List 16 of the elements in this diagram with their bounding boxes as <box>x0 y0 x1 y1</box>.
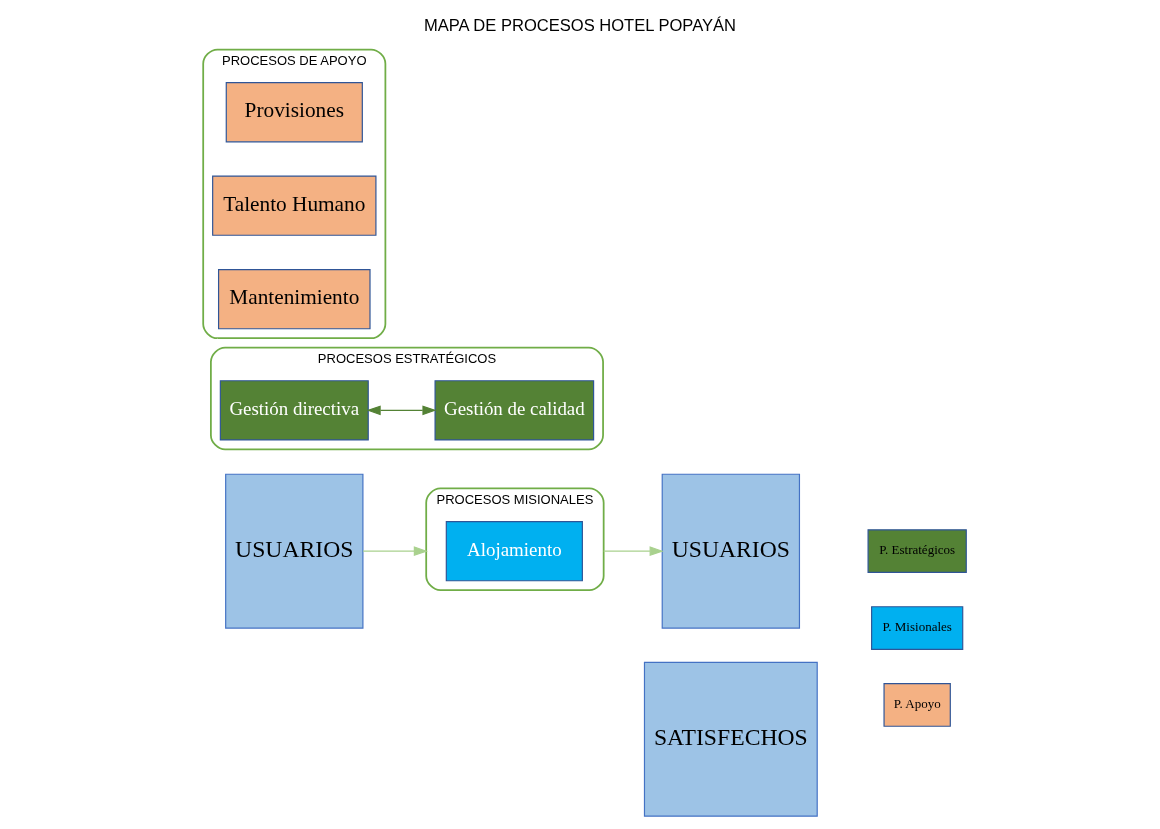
legend-label: P. Misionales <box>882 619 952 635</box>
legend-label: P. Estratégicos <box>879 542 956 558</box>
node-box: Alojamiento <box>445 521 583 582</box>
diagram-title: MAPA DE PROCESOS HOTEL POPAYÁN <box>423 15 737 35</box>
node-box: SATISFECHOS <box>643 661 818 817</box>
arrow <box>603 546 664 557</box>
arrow <box>366 405 437 416</box>
node-box: Provisiones <box>225 82 363 143</box>
node-box: Mantenimiento <box>218 269 371 330</box>
arrow <box>362 546 428 557</box>
legend-label: P. Apoyo <box>893 696 941 712</box>
node-box: USUARIOS <box>661 473 801 629</box>
node-box: Talento Humano <box>212 175 377 236</box>
node-box: Gestión de calidad <box>434 380 595 441</box>
node-box: USUARIOS <box>225 473 364 629</box>
node-box: Gestión directiva <box>219 380 369 441</box>
